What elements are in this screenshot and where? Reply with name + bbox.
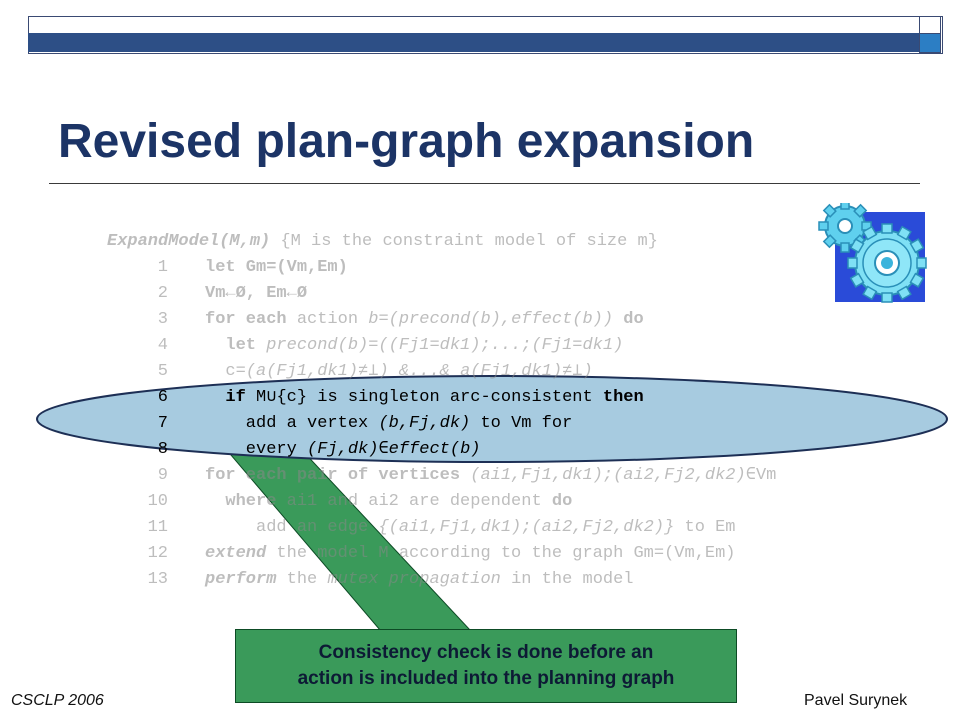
code-line: let Gm=(Vm,Em) bbox=[205, 255, 348, 281]
code-function-name: ExpandModel(M,m) bbox=[107, 232, 271, 251]
code-token: for each pair of vertices bbox=[205, 466, 471, 485]
code-line-number: 4 bbox=[157, 336, 168, 355]
code-token: ai1 and ai2 are dependent bbox=[276, 492, 552, 511]
code-line-number: 6 bbox=[157, 388, 168, 407]
code-token: the bbox=[276, 570, 328, 589]
code-token: (Fj,dk)∈effect(b) bbox=[307, 440, 481, 459]
code-line-number: 1 bbox=[157, 258, 168, 277]
code-token: b=(precond(b),effect(b)) bbox=[368, 310, 614, 329]
code-line: extend the model M according to the grap… bbox=[205, 541, 736, 567]
code-token: Vm←Ø, Em←Ø bbox=[205, 284, 308, 303]
code-line-number: 12 bbox=[147, 544, 168, 563]
top-bar-fill bbox=[28, 33, 941, 52]
gears-graphic bbox=[818, 203, 927, 303]
callout-box: Consistency check is done before an acti… bbox=[235, 629, 737, 703]
code-token: every bbox=[205, 440, 308, 459]
code-token: extend bbox=[205, 544, 267, 563]
code-token: do bbox=[551, 492, 573, 511]
code-line-number: 5 bbox=[157, 362, 168, 381]
code-line-number: 7 bbox=[157, 414, 168, 433]
code-line: add a vertex (b,Fj,dk) to Vm for bbox=[205, 411, 573, 437]
top-bar-square-dark bbox=[919, 33, 941, 53]
code-line-number: 9 bbox=[157, 466, 168, 485]
code-token: Vm bbox=[755, 466, 777, 485]
code-line-number: 10 bbox=[147, 492, 168, 511]
code-token: let Gm=(Vm,Em) bbox=[205, 258, 348, 277]
code-token: add an edge bbox=[205, 518, 379, 537]
code-token: where bbox=[205, 492, 277, 511]
callout-line-2: action is included into the planning gra… bbox=[297, 668, 675, 689]
top-bar-square-light bbox=[919, 16, 941, 34]
code-token: precond(b)=((Fj1=dk1);...;(Fj1=dk1) bbox=[266, 336, 624, 355]
code-token: for each bbox=[205, 310, 287, 329]
code-token: if bbox=[205, 388, 246, 407]
code-line: c=(a(Fj1,dk1)≠⊥) &...& a(Fj1,dk1)≠⊥) bbox=[205, 359, 593, 385]
code-line-number: 13 bbox=[147, 570, 168, 589]
code-line-number: 11 bbox=[147, 518, 168, 537]
code-token: c= bbox=[205, 362, 246, 381]
code-token: add a vertex bbox=[205, 414, 379, 433]
code-token: the model M according to the graph Gm=(V… bbox=[266, 544, 736, 563]
code-line: if M∪{c} is singleton arc-consistent the… bbox=[205, 385, 644, 411]
slide-title: Revised plan-graph expansion bbox=[58, 115, 755, 168]
code-token: mutex propagation bbox=[327, 570, 501, 589]
top-decoration-bar bbox=[28, 16, 943, 54]
code-line: for each action b=(precond(b),effect(b))… bbox=[205, 307, 644, 333]
code-token: to Vm for bbox=[470, 414, 573, 433]
code-line: let precond(b)=((Fj1=dk1);...;(Fj1=dk1) bbox=[205, 333, 623, 359]
code-token: {(ai1,Fj1,dk1);(ai2,Fj2,dk2)} bbox=[378, 518, 675, 537]
footer-conference: CSCLP 2006 bbox=[11, 692, 104, 709]
code-line: add an edge {(ai1,Fj1,dk1);(ai2,Fj2,dk2)… bbox=[205, 515, 736, 541]
code-line: perform the mutex propagation in the mod… bbox=[205, 567, 634, 593]
code-token: (a(Fj1,dk1)≠⊥) &...& a(Fj1,dk1)≠⊥) bbox=[245, 362, 593, 381]
code-line: where ai1 and ai2 are dependent do bbox=[205, 489, 572, 515]
code-token: action bbox=[286, 310, 369, 329]
code-line-number: 3 bbox=[157, 310, 168, 329]
title-divider bbox=[49, 183, 920, 184]
code-token: perform bbox=[205, 570, 277, 589]
code-token: M∪{c} is singleton arc-consistent bbox=[245, 388, 603, 407]
code-token: (b,Fj,dk) bbox=[378, 414, 471, 433]
code-header-comment: {M is the constraint model of size m} bbox=[270, 232, 658, 251]
code-token: do bbox=[613, 310, 644, 329]
code-line: for each pair of vertices (ai1,Fj1,dk1);… bbox=[205, 463, 776, 489]
code-token: in the model bbox=[500, 570, 634, 589]
footer-author: Pavel Surynek bbox=[804, 692, 908, 709]
code-line: Vm←Ø, Em←Ø bbox=[205, 281, 307, 307]
code-token: then bbox=[602, 388, 644, 407]
code-token: let bbox=[205, 336, 267, 355]
code-token: (ai1,Fj1,dk1);(ai2,Fj2,dk2)∈ bbox=[470, 466, 756, 485]
code-line: every (Fj,dk)∈effect(b) bbox=[205, 437, 481, 463]
code-line-number: 2 bbox=[157, 284, 168, 303]
code-line-number: 8 bbox=[157, 440, 168, 459]
gears-icon bbox=[817, 203, 927, 303]
code-header-line: ExpandModel(M,m) {M is the constraint mo… bbox=[107, 229, 658, 255]
code-token: to Em bbox=[674, 518, 736, 537]
callout-line-1: Consistency check is done before an bbox=[318, 642, 654, 663]
